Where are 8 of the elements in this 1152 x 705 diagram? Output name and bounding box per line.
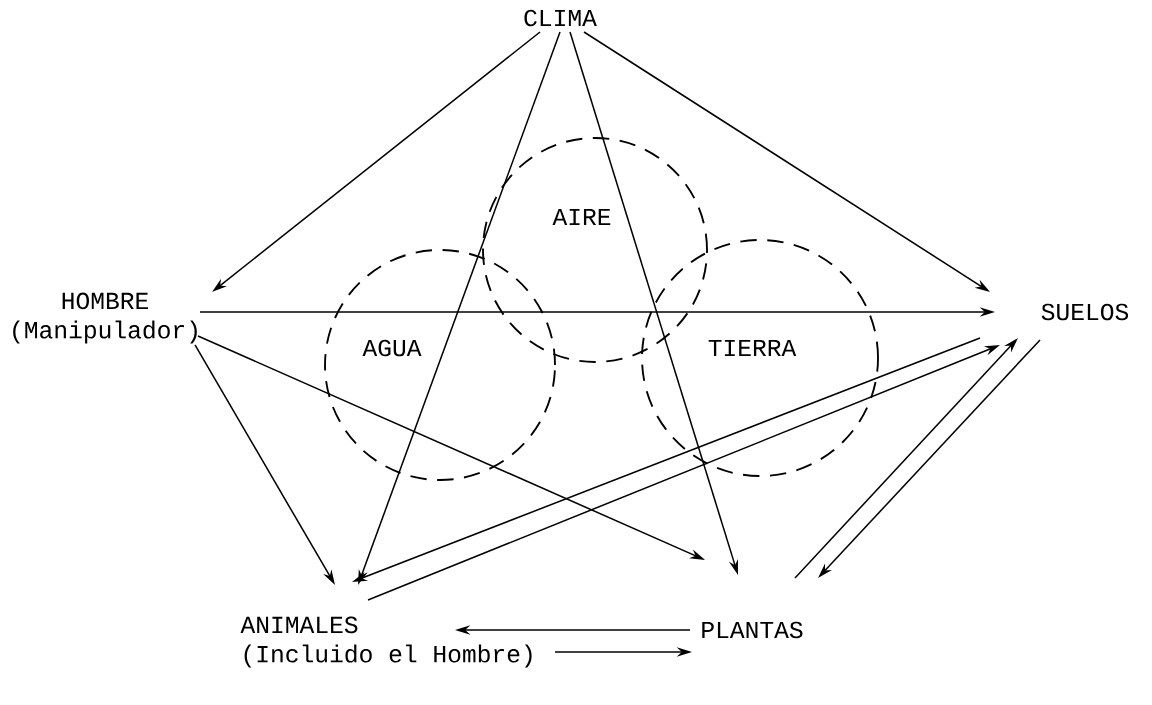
node-label: PLANTAS xyxy=(702,621,803,639)
node-label: SUELOS xyxy=(1041,303,1129,321)
node-label: HOMBRE (Manipulador) xyxy=(13,292,197,344)
circle-label: TIERRA xyxy=(708,339,797,357)
node-label: ANIMALES (Incluido el Hombre) xyxy=(240,616,532,668)
node-label: CLIMA xyxy=(524,9,597,27)
circle-label: AIRE xyxy=(552,208,611,226)
circle-label: AGUA xyxy=(362,339,422,357)
